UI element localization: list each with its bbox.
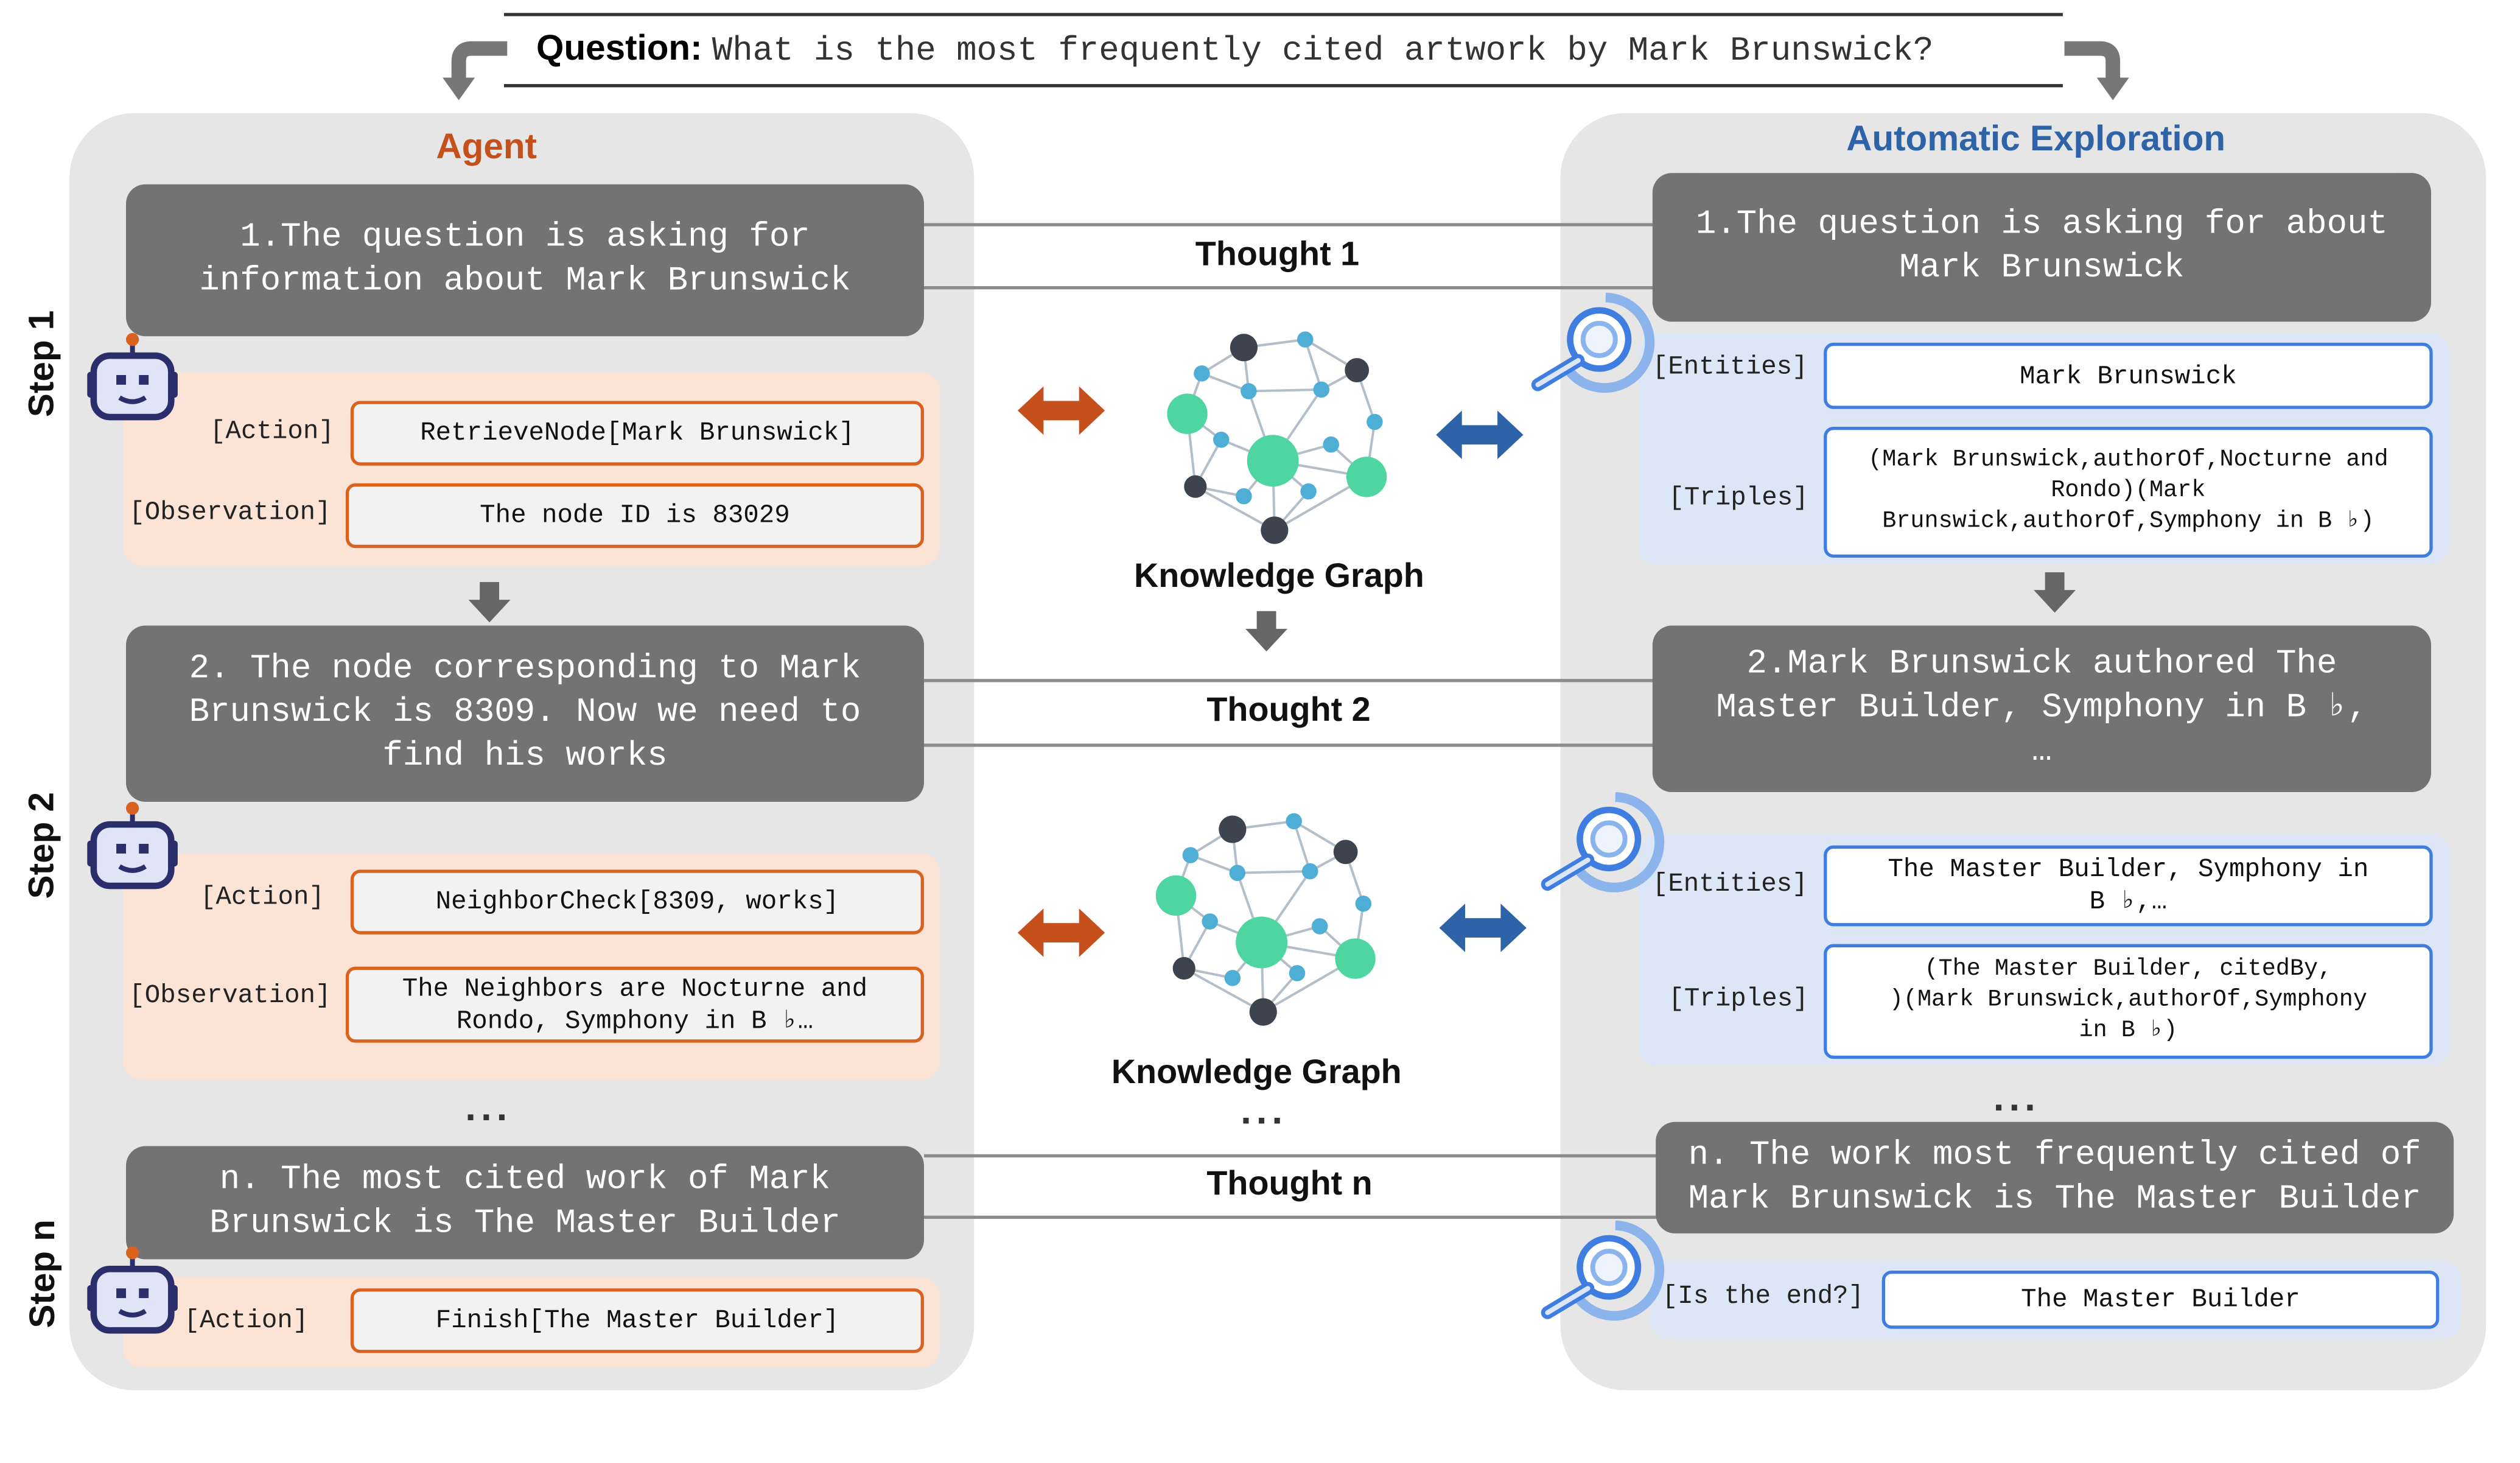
triples-box-2: (The Master Builder, citedBy, )(Mark Bru… <box>1824 944 2433 1059</box>
thought-n-label: Thought n <box>1206 1165 1373 1203</box>
down-arrow-icon <box>468 581 511 623</box>
down-arrow-icon <box>1245 611 1288 652</box>
step-n-label: Step n <box>22 1219 63 1328</box>
robot-icon <box>87 1246 178 1334</box>
thought-n-upper-line <box>923 1154 1659 1158</box>
agent-ellipsis: ... <box>465 1086 513 1130</box>
orange-double-arrow-icon <box>1017 386 1105 435</box>
agent-action-label-1: [Action] <box>209 417 334 446</box>
question-line: Question: What is the most frequently ci… <box>536 27 1933 71</box>
entities-box-2: The Master Builder, Symphony in B ♭,… <box>1824 845 2433 927</box>
thought-2-label: Thought 2 <box>1206 692 1371 729</box>
exploration-title: Automatic Exploration <box>1846 118 2226 159</box>
is-end-box: The Master Builder <box>1881 1270 2440 1329</box>
magnifier-search-icon <box>1531 292 1655 393</box>
agent-title: Agent <box>436 126 537 167</box>
agent-thought-1: 1.The question is asking for information… <box>125 184 924 337</box>
agent-observation-label-1: [Observation] <box>129 497 331 527</box>
agent-thought-2: 2. The node corresponding to Mark Brunsw… <box>125 625 924 802</box>
magnifier-search-icon <box>1541 792 1665 893</box>
thought-1-label: Thought 1 <box>1195 236 1360 273</box>
triples-label-2: [Triples] <box>1668 984 1808 1014</box>
exploration-thought-n: n. The work most frequently cited of Mar… <box>1656 1121 2454 1233</box>
agent-action-label-n: [Action] <box>184 1306 309 1336</box>
agent-observation-box-1: The node ID is 83029 <box>345 483 924 549</box>
thought-2-lower-line <box>923 743 1654 747</box>
question-label: Question: <box>536 27 702 68</box>
agent-action-box-n: Finish[The Master Builder] <box>350 1288 924 1353</box>
exploration-thought-2: 2.Mark Brunswick authored The Master Bui… <box>1652 625 2431 793</box>
down-arrow-icon <box>2034 572 2076 613</box>
curved-arrow-left-icon <box>443 41 508 100</box>
agent-action-box-1: RetrieveNode[Mark Brunswick] <box>350 401 924 466</box>
step-2-label: Step 2 <box>21 792 61 899</box>
exploration-thought-1: 1.The question is asking for about Mark … <box>1652 173 2431 322</box>
knowledge-graph-icon <box>1155 813 1376 1026</box>
question-text: What is the most frequently cited artwor… <box>712 33 1934 71</box>
middle-ellipsis: ... <box>1241 1089 1288 1134</box>
blue-double-arrow-icon <box>1439 903 1527 952</box>
step-1-label: Step 1 <box>21 310 61 418</box>
agent-action-label-2: [Action] <box>200 882 324 912</box>
entities-label-1: [Entities] <box>1652 352 1808 382</box>
knowledge-graph-icon <box>1167 331 1387 544</box>
robot-icon <box>87 332 178 421</box>
magnifier-search-icon <box>1541 1220 1665 1321</box>
entities-label-2: [Entities] <box>1652 869 1808 899</box>
knowledge-graph-label-2: Knowledge Graph <box>1111 1054 1402 1092</box>
thought-1-lower-line <box>923 286 1654 290</box>
blue-double-arrow-icon <box>1436 410 1524 460</box>
knowledge-graph-label-1: Knowledge Graph <box>1133 558 1424 595</box>
thought-2-upper-line <box>923 679 1654 682</box>
triples-label-1: [Triples] <box>1668 483 1808 513</box>
agent-observation-box-2: The Neighbors are Nocturne and Rondo, Sy… <box>345 966 924 1043</box>
agent-observation-label-2: [Observation] <box>129 981 331 1011</box>
curved-arrow-right-icon <box>2064 41 2129 100</box>
agent-action-box-2: NeighborCheck[8309, works] <box>350 869 924 935</box>
orange-double-arrow-icon <box>1017 908 1105 957</box>
agent-thought-n: n. The most cited work of Mark Brunswick… <box>125 1146 924 1260</box>
robot-icon <box>87 801 178 889</box>
thought-1-upper-line <box>923 223 1654 226</box>
question-top-rule <box>503 13 2063 16</box>
triples-box-1: (Mark Brunswick,authorOf,Nocturne and Ro… <box>1824 426 2433 558</box>
exploration-ellipsis: ... <box>1993 1076 2040 1121</box>
entities-box-1: Mark Brunswick <box>1824 342 2433 409</box>
question-bottom-rule <box>503 84 2063 87</box>
is-end-label: [Is the end?] <box>1662 1282 1864 1311</box>
thought-n-lower-line <box>923 1215 1659 1219</box>
